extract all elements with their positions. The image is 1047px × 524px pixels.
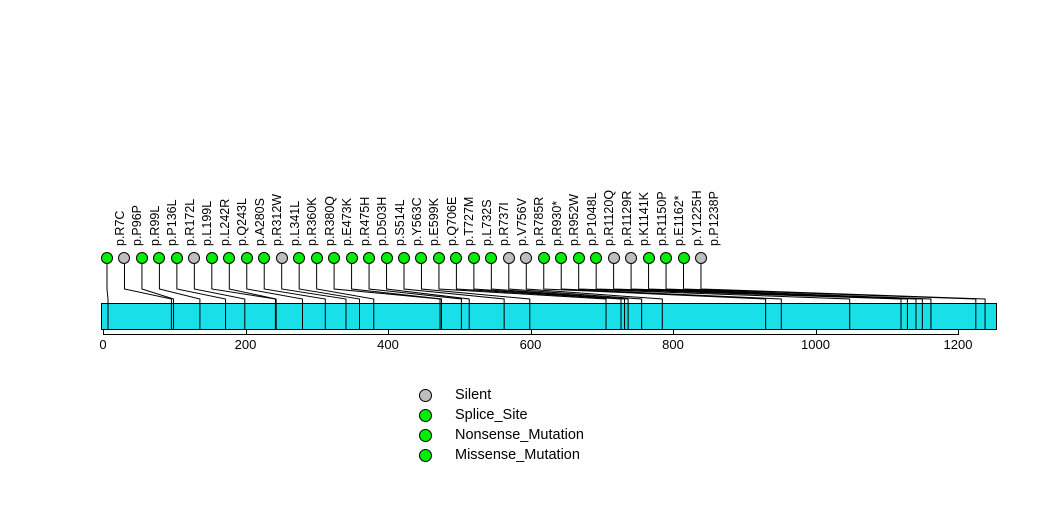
legend-item[interactable]: Silent xyxy=(419,385,584,405)
lollipop-head[interactable] xyxy=(502,252,515,264)
mutation-label: p.R930* xyxy=(549,200,564,246)
mutation-label: p.E473K xyxy=(340,198,355,246)
mutation-label: p.D503H xyxy=(375,196,390,246)
lollipop-head[interactable] xyxy=(101,252,113,264)
mutation-label: p.L199L xyxy=(200,200,215,246)
mutation-label: p.S514L xyxy=(392,199,407,246)
axis-tick-label: 0 xyxy=(99,337,107,352)
mutation-label: p.R312W xyxy=(270,193,285,246)
mutation-label: p.Y563C xyxy=(409,197,424,246)
mutation-label: p.P1048L xyxy=(584,192,599,246)
lollipop-head[interactable] xyxy=(555,252,568,264)
lollipop-head[interactable] xyxy=(397,252,410,264)
lollipop-head[interactable] xyxy=(607,252,620,264)
mutation-label: p.P1238P xyxy=(706,191,721,246)
lollipop-head[interactable] xyxy=(537,252,550,264)
lollipop-head[interactable] xyxy=(625,252,638,264)
axis-tick-label: 400 xyxy=(377,337,399,352)
lollipop-head[interactable] xyxy=(590,252,603,264)
legend-swatch-circle-icon xyxy=(419,428,432,442)
legend-item[interactable]: Splice_Site xyxy=(419,405,584,425)
mutation-label: p.P96P xyxy=(130,204,145,246)
legend-label: Silent xyxy=(455,387,492,403)
mutation-label: p.R952W xyxy=(567,193,582,246)
mutation-label: p.K1141K xyxy=(637,192,652,246)
lollipop-head[interactable] xyxy=(223,252,236,264)
axis-tick-mark xyxy=(815,330,817,335)
mutation-label: p.L732S xyxy=(479,199,494,246)
axis-tick-label: 200 xyxy=(234,337,257,352)
legend-swatch-circle-icon xyxy=(419,408,432,422)
lollipop-head[interactable] xyxy=(345,252,358,264)
legend-swatch-circle-icon xyxy=(419,448,432,462)
legend-label: Nonsense_Mutation xyxy=(455,427,584,443)
lollipop-head[interactable] xyxy=(694,252,707,264)
axis-tick-mark xyxy=(673,330,674,335)
mutation-label: p.R1129R xyxy=(619,190,634,246)
lollipop-head[interactable] xyxy=(310,252,323,264)
lollipop-head[interactable] xyxy=(153,252,166,264)
mutation-label: p.R360K xyxy=(305,197,320,246)
lollipop-head[interactable] xyxy=(328,252,341,264)
lollipop-head[interactable] xyxy=(363,252,376,264)
mutation-label: p.V756V xyxy=(514,198,529,246)
lollipop-head[interactable] xyxy=(572,252,585,264)
mutation-label: p.R1150P xyxy=(654,191,669,246)
axis-tick-mark xyxy=(958,330,959,335)
mutation-label: p.R1120Q xyxy=(602,189,617,246)
lollipop-head[interactable] xyxy=(450,252,463,264)
legend-label: Missense_Mutation xyxy=(455,447,580,463)
mutation-label: p.R785R xyxy=(532,196,547,246)
mutation-label: p.R380Q xyxy=(322,195,337,246)
axis-tick-label: 800 xyxy=(662,337,684,352)
legend-swatch-circle-icon xyxy=(419,388,432,402)
lollipop-head[interactable] xyxy=(188,252,201,264)
mutation-label: p.Q706E xyxy=(444,196,459,246)
lollipop-head[interactable] xyxy=(660,252,673,264)
lollipop-head[interactable] xyxy=(485,252,498,264)
lollipop-head[interactable] xyxy=(170,252,183,264)
lollipop-head[interactable] xyxy=(118,252,131,264)
legend-item[interactable]: Nonsense_Mutation xyxy=(419,425,584,445)
lollipop-head[interactable] xyxy=(415,252,428,264)
mutation-label: p.P136L xyxy=(165,199,180,246)
mutation-label: p.Y1225H xyxy=(689,190,704,246)
lollipop-head[interactable] xyxy=(258,252,271,264)
mutation-label: p.R172L xyxy=(182,198,197,246)
lollipop-head[interactable] xyxy=(205,252,218,264)
lollipop-head[interactable] xyxy=(677,252,690,264)
mutation-label: p.E1162* xyxy=(672,195,687,246)
mutation-label: p.R475H xyxy=(357,196,372,246)
mutation-label: p.Q243L xyxy=(235,198,250,246)
mutation-label: p.R7C xyxy=(113,210,127,246)
legend-label: Splice_Site xyxy=(455,407,528,423)
mutation-label: p.L341L xyxy=(287,200,302,246)
lollipop-head[interactable] xyxy=(135,252,148,264)
mutation-label: p.L242R xyxy=(217,198,232,246)
legend-item[interactable]: Missense_Mutation xyxy=(419,445,584,465)
axis-tick-label: 1200 xyxy=(943,337,973,352)
axis-tick-label: 1000 xyxy=(801,337,830,352)
axis-tick-mark xyxy=(245,330,247,335)
mutation-label: p.R737I xyxy=(497,202,512,246)
axis-tick-mark xyxy=(388,330,389,335)
mutation-label: p.A280S xyxy=(252,198,267,246)
axis-tick-mark xyxy=(103,330,104,335)
mutation-label: p.R99L xyxy=(147,205,162,246)
axis-tick-label: 600 xyxy=(519,337,542,352)
mutation-label: p.T727M xyxy=(462,196,477,246)
axis-tick-mark xyxy=(530,330,532,335)
lollipop-head[interactable] xyxy=(380,252,393,264)
lollipop-head[interactable] xyxy=(467,252,480,264)
lollipop-head[interactable] xyxy=(520,252,533,264)
lollipop-head[interactable] xyxy=(240,252,253,264)
lollipop-head[interactable] xyxy=(642,252,655,264)
mutation-label: p.E599K xyxy=(427,198,442,246)
lollipop-head[interactable] xyxy=(293,252,306,264)
protein-backbone-bar xyxy=(101,303,998,330)
lollipop-head[interactable] xyxy=(432,252,445,264)
lollipop-head[interactable] xyxy=(275,252,288,264)
